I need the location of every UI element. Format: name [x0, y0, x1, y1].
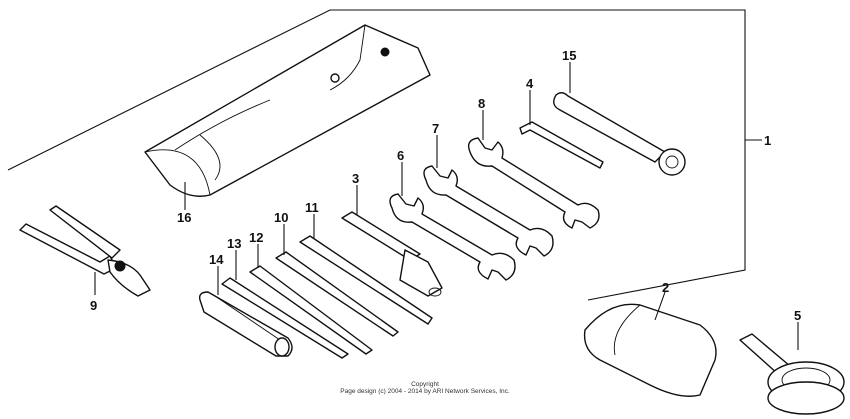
screwdriver-handle: [198, 291, 293, 357]
screwdriver-blade-11: [299, 235, 433, 325]
callout-4: 4: [526, 76, 534, 91]
screwdriver-blade-13: [221, 277, 349, 359]
callout-9: 9: [90, 298, 97, 313]
callout-6: 6: [397, 148, 404, 163]
callout-12: 12: [249, 230, 263, 245]
tool-bag: [144, 24, 431, 197]
tire-gauge: [739, 333, 845, 415]
callout-14: 14: [209, 252, 224, 267]
screwdriver-blade-12: [249, 265, 373, 355]
callout-16: 16: [177, 210, 191, 225]
callout-2: 2: [662, 280, 669, 295]
callout-13: 13: [227, 236, 241, 251]
callout-15: 15: [562, 48, 576, 63]
callout-5: 5: [794, 308, 801, 323]
plug-wrench: [341, 211, 443, 297]
callout-8: 8: [478, 96, 485, 111]
tool-case: [583, 303, 717, 397]
wrench-6: [389, 193, 516, 281]
callout-7: 7: [432, 121, 439, 136]
leader-lines: [94, 62, 799, 350]
copyright-line-1: Copyright: [411, 381, 439, 388]
wrench-7: [423, 165, 554, 257]
pliers: [19, 205, 151, 297]
callout-1: 1: [764, 133, 771, 148]
wrench-8: [467, 137, 600, 229]
callout-11: 11: [305, 200, 319, 215]
hex-key: [519, 121, 604, 169]
callout-10: 10: [274, 210, 288, 225]
spanner: [553, 92, 686, 176]
copyright-line-2: Page design (c) 2004 - 2014 by ARI Netwo…: [340, 388, 510, 395]
screwdriver-blade-10: [275, 251, 399, 337]
kit-boundary: [7, 9, 746, 301]
callout-3: 3: [352, 171, 359, 186]
